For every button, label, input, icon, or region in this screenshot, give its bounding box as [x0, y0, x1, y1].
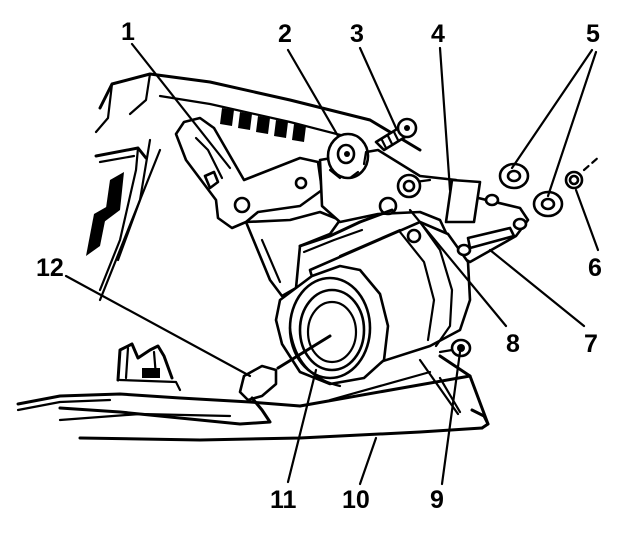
leader-10 — [358, 436, 378, 486]
mounting-plate — [318, 148, 530, 264]
callout-3: 3 — [350, 20, 364, 48]
callout-2: 2 — [278, 20, 292, 48]
nuts-part — [498, 162, 564, 218]
screw-part — [374, 117, 418, 152]
leader-1 — [130, 42, 232, 170]
callout-12: 12 — [36, 254, 64, 282]
callout-10: 10 — [342, 486, 370, 514]
leader-11 — [286, 368, 318, 484]
leader-5b — [546, 50, 598, 198]
clip-part — [564, 154, 602, 190]
callout-6: 6 — [588, 254, 602, 282]
blower-motor — [274, 220, 472, 388]
leader-4 — [438, 46, 452, 192]
leader-9 — [440, 350, 462, 486]
callout-labels: 1 2 3 4 5 6 7 8 9 10 11 12 — [36, 18, 602, 514]
leader-6 — [574, 188, 600, 252]
callout-5: 5 — [586, 20, 600, 48]
leader-7 — [488, 248, 586, 328]
leader-2 — [286, 48, 340, 138]
wheel-part — [326, 132, 370, 180]
callout-11: 11 — [270, 486, 297, 514]
callout-1: 1 — [121, 18, 135, 46]
cable — [298, 208, 394, 254]
callout-7: 7 — [584, 330, 598, 358]
bolt-part — [438, 338, 472, 358]
motor-support — [298, 354, 490, 426]
callout-4: 4 — [431, 20, 445, 48]
leader-8 — [408, 208, 508, 328]
callout-8: 8 — [506, 330, 520, 358]
leader-lines — [64, 42, 600, 486]
leader-3 — [358, 46, 398, 130]
callout-9: 9 — [430, 486, 444, 514]
leader-12 — [64, 274, 252, 378]
dash-housing — [86, 72, 422, 302]
leader-5a — [510, 48, 594, 170]
